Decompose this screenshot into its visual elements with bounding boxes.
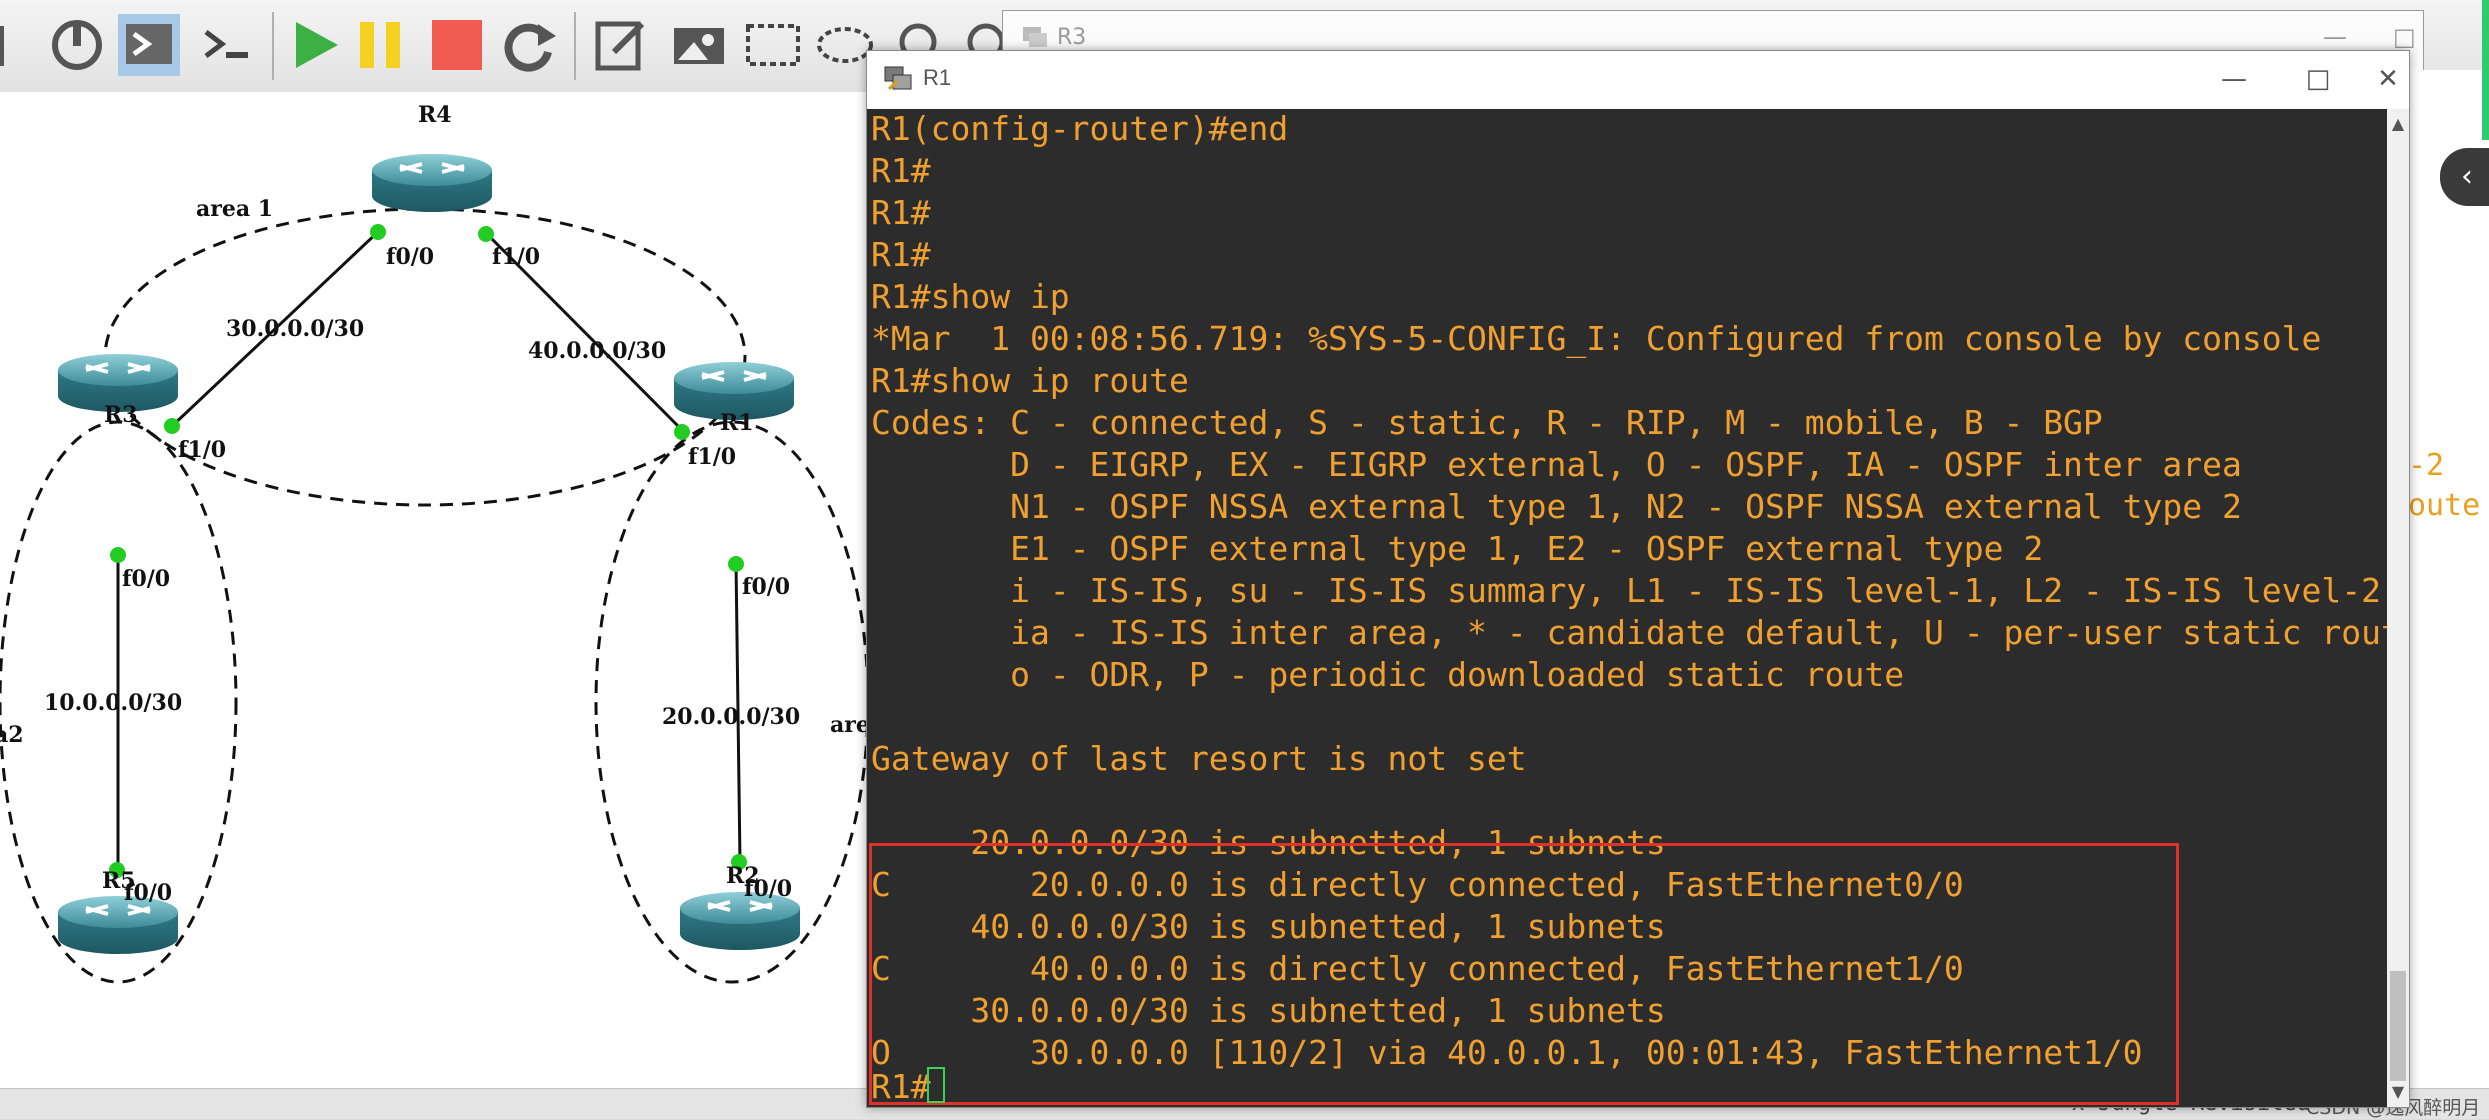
close-button[interactable]: ✕ [2377, 64, 2399, 94]
terminal-line: o - ODR, P - periodic downloaded static … [871, 655, 1905, 694]
terminal-line: R1(config-router)#end [871, 109, 1289, 148]
terminal-line: R1# [871, 193, 931, 232]
interface-label: f1/0 [178, 437, 226, 463]
putty-icon [884, 66, 912, 91]
subnet-label: 20.0.0.0/30 [662, 704, 800, 730]
terminal-line: i - IS-IS, su - IS-IS summary, L1 - IS-I… [871, 571, 2381, 610]
terminal-line: 20.0.0.0/30 is subnetted, 1 subnets [871, 823, 1666, 862]
route-table-highlight-box [869, 843, 2179, 1105]
reload-icon[interactable] [498, 14, 560, 76]
terminal-line: Gateway of last resort is not set [871, 739, 1527, 778]
terminal-icon[interactable] [118, 14, 180, 76]
terminal-line: *Mar 1 00:08:56.719: %SYS-5-CONFIG_I: Co… [871, 319, 2322, 358]
terminal-line: Codes: C - connected, S - static, R - RI… [871, 403, 2103, 442]
terminal-line: R1# [871, 235, 931, 274]
minimize-icon[interactable]: — [2323, 23, 2347, 51]
interface-label: f0/0 [124, 880, 172, 906]
router-label-r1: R1 [720, 410, 754, 436]
add-link-icon[interactable] [0, 14, 32, 76]
subnet-label: 10.0.0.0/30 [44, 690, 182, 716]
subnet-label: 40.0.0.0/30 [528, 338, 666, 364]
putty-icon [1023, 27, 1047, 47]
links [116, 228, 742, 870]
terminal-output[interactable]: R1(config-router)#end R1# R1# R1# R1#sho… [867, 109, 2387, 1107]
interface-label: f1/0 [492, 244, 540, 270]
terminal-line: C 20.0.0.0 is directly connected, FastEt… [871, 865, 1964, 904]
console-window-r1[interactable]: R1 — □ ✕ R1(config-router)#end R1# R1# R… [866, 50, 2410, 1108]
interface-label: f0/0 [742, 574, 790, 600]
window-title: R1 [923, 65, 952, 90]
pause-icon[interactable] [352, 14, 414, 76]
vertical-scrollbar[interactable]: ▲ ▼ [2387, 109, 2409, 1107]
green-edge [2482, 0, 2489, 140]
link-dots [109, 224, 747, 878]
terminal-line: D - EIGRP, EX - EIGRP external, O - OSPF… [871, 445, 2242, 484]
router-r1[interactable] [674, 362, 794, 420]
scrollbar-thumb[interactable] [2390, 971, 2406, 1081]
interface-label: f0/0 [386, 244, 434, 270]
subnet-label: 30.0.0.0/30 [226, 316, 364, 342]
area-label: are [830, 712, 868, 738]
ellipse-icon[interactable] [814, 14, 876, 76]
area-label: area 1 [196, 196, 273, 222]
scroll-up-icon[interactable]: ▲ [2391, 114, 2405, 133]
router-label-r2: R2 [726, 863, 760, 889]
router-label-r4: R4 [418, 102, 452, 128]
terminal-line: 30.0.0.0/30 is subnetted, 1 subnets [871, 991, 1666, 1030]
text-cursor [927, 1067, 945, 1103]
background-terminal-edge: -2 oute [2408, 70, 2489, 1088]
interface-label: f1/0 [688, 444, 736, 470]
scroll-down-icon[interactable]: ▼ [2391, 1082, 2405, 1101]
window-title: R3 [1057, 25, 1087, 50]
router-r5[interactable] [58, 896, 178, 954]
terminal-line: R1#show ip route [871, 361, 1189, 400]
terminal-line: N1 - OSPF NSSA external type 1, N2 - OSP… [871, 487, 2242, 526]
router-r4[interactable] [372, 154, 492, 212]
image-icon[interactable] [668, 14, 730, 76]
terminal-line: C 40.0.0.0 is directly connected, FastEt… [871, 949, 1964, 988]
interface-label: f0/0 [744, 876, 792, 902]
note-icon[interactable] [590, 14, 652, 76]
terminal-line: O 30.0.0.0 [110/2] via 40.0.0.1, 00:01:4… [871, 1033, 2143, 1072]
interface-label: f0/0 [122, 566, 170, 592]
terminal-text-fragment: oute [2408, 488, 2481, 523]
collapse-panel-button[interactable]: ‹ [2440, 148, 2489, 206]
stop-icon[interactable] [426, 14, 488, 76]
router-r2[interactable] [680, 892, 800, 950]
router-r3[interactable] [58, 354, 178, 412]
terminal-line: ia - IS-IS inter area, * - candidate def… [871, 613, 2387, 652]
terminal-text-fragment: -2 [2408, 448, 2445, 483]
rectangle-icon[interactable] [742, 14, 804, 76]
topology-canvas[interactable]: R4 R3 R1 R5 R2 f0/0 f1/0 f1/0 f0/0 f1/0 … [0, 92, 868, 1092]
area-label: a2 [0, 722, 24, 748]
terminal-line: E1 - OSPF external type 1, E2 - OSPF ext… [871, 529, 2044, 568]
window-titlebar[interactable]: R1 — □ ✕ [867, 51, 2409, 107]
router-label-r3: R3 [104, 402, 138, 428]
start-icon[interactable] [284, 14, 346, 76]
terminal-line: R1#show ip [871, 277, 1070, 316]
maximize-icon[interactable]: □ [2393, 23, 2416, 51]
minimize-button[interactable]: — [2221, 64, 2247, 94]
maximize-button[interactable]: □ [2305, 64, 2331, 94]
console-icon[interactable] [46, 14, 108, 76]
command-icon[interactable] [196, 14, 258, 76]
terminal-line: R1# [871, 151, 931, 190]
router-label-r5: R5 [102, 868, 136, 894]
terminal-prompt[interactable]: R1# [871, 1067, 931, 1106]
terminal-line: 40.0.0.0/30 is subnetted, 1 subnets [871, 907, 1666, 946]
